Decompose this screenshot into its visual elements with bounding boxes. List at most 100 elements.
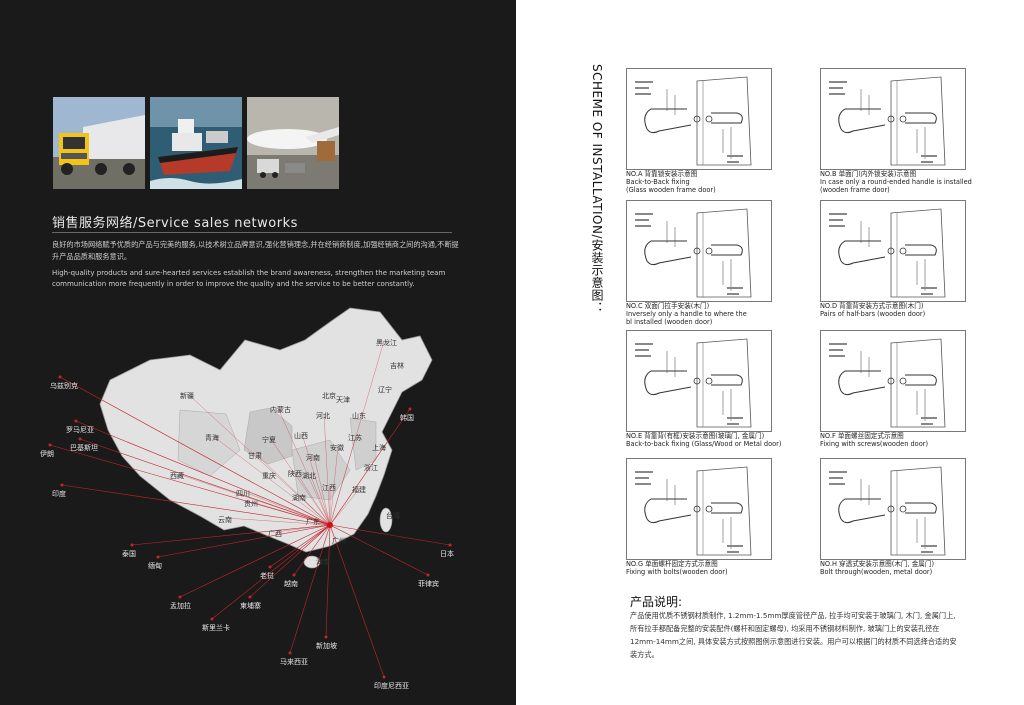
map-region-label: 广西	[268, 529, 282, 538]
route-line	[59, 376, 331, 526]
taiwan-island	[379, 507, 393, 533]
map-region-label: 西藏	[170, 471, 184, 480]
diagram-drawing	[829, 466, 946, 556]
map-country-label: 印度	[52, 489, 66, 498]
route-line	[269, 437, 331, 526]
product-description-body: 产品使用优质不锈钢材质制作, 1.2mm-1.5mm厚度管径产品, 拉手均可安装…	[630, 611, 957, 659]
route-line	[329, 524, 451, 546]
route-line	[325, 524, 331, 638]
hainan-island	[303, 555, 321, 569]
route-line	[275, 524, 331, 533]
diagram-drawing	[635, 466, 752, 556]
diagram-frame	[626, 330, 772, 432]
diagram-caption-line1: NO.H 穿透式安装示意图(木门, 金属门)	[820, 560, 935, 568]
diagram-caption-line2: Back-to-Back fixing	[626, 178, 690, 186]
map-country-label: 韩国	[400, 413, 414, 422]
diagram-caption-line1: NO.E 背靠背(有框)安装示意图(玻璃门, 金属门)	[626, 432, 765, 440]
installation-diagram: NO.E 背靠背(有框)安装示意图(玻璃门, 金属门)Back-to-back …	[626, 330, 782, 448]
diagram-drawing	[829, 208, 946, 298]
section-divider	[52, 232, 452, 233]
route-endpoint	[74, 419, 78, 423]
route-line	[309, 473, 331, 526]
route-endpoint	[156, 555, 160, 559]
route-line	[323, 413, 331, 526]
map-region-label: 甘肃	[248, 451, 262, 460]
map-country-label: 新加坡	[316, 641, 337, 650]
route-endpoint	[210, 617, 214, 621]
map-country-label: 老挝	[260, 571, 274, 580]
route-line	[329, 340, 385, 526]
route-line	[212, 435, 331, 526]
route-line	[225, 517, 331, 526]
route-endpoint	[324, 635, 328, 639]
map-region-label: 海南	[316, 557, 330, 566]
diagram-caption-line2: Bolt through(wooden, metal door)	[820, 568, 933, 576]
diagram-caption-line2: In case only a round-ended handle is ins…	[820, 178, 972, 186]
map-country-label: 伊朗	[40, 449, 54, 458]
diagram-frame	[626, 68, 772, 170]
section-title: 销售服务网络/Service sales networks	[52, 216, 298, 231]
diagram-frame	[820, 458, 966, 560]
map-region-label: 辽宁	[378, 385, 392, 394]
route-line	[329, 408, 411, 526]
map-country-label: 印度尼西亚	[374, 681, 409, 690]
cn-paragraph: 良好的市场网络赋予优质的产品与完美的服务,以技术树立品牌意识,强化营销理念,并在…	[52, 240, 459, 261]
product-description-title: 产品说明:	[630, 595, 683, 609]
diagram-drawing	[829, 76, 946, 166]
hub-marker	[327, 522, 333, 528]
diagram-caption-line3: (Glass wooden frame door)	[626, 186, 716, 194]
diagram-frame	[820, 200, 966, 302]
diagram-caption-line3: bl installed (wooden door)	[626, 318, 713, 326]
diagram-caption-line2: Pairs of half-bars (wooden door)	[820, 310, 926, 318]
map-region-label: 广东	[306, 517, 320, 526]
map-region-label: 宁夏	[262, 435, 276, 444]
map-region-label: 陕西	[288, 469, 302, 478]
map-region-label: 湖北	[302, 471, 316, 480]
route-endpoint	[408, 407, 412, 411]
route-line	[177, 473, 331, 526]
map-region-label: 内蒙古	[270, 405, 291, 414]
route-endpoint	[178, 595, 182, 599]
route-endpoint	[48, 443, 52, 447]
route-line	[329, 487, 361, 526]
map-region-label: 山东	[352, 411, 366, 420]
map-region-label: 福建	[352, 485, 366, 494]
installation-diagram: NO.D 背靠背安装方式示意图(木门)Pairs of half-bars (w…	[820, 200, 966, 318]
route-line	[293, 524, 331, 576]
route-endpoint	[292, 573, 296, 577]
route-endpoint	[268, 565, 272, 569]
diagram-drawing	[829, 338, 946, 428]
diagram-frame	[820, 68, 966, 170]
left-page: 销售服务网络/Service sales networks 良好的市场网络赋予优…	[0, 0, 516, 705]
map-country-label: 越南	[284, 579, 298, 588]
diagram-caption-line1: NO.F 单面螺丝固定式示意图	[820, 432, 904, 440]
map-country-label: 乌兹别克	[50, 381, 78, 390]
route-lines	[48, 340, 452, 679]
route-endpoint	[426, 573, 430, 577]
map-region-label: 重庆	[262, 471, 276, 480]
route-line	[131, 524, 331, 546]
route-line	[49, 444, 331, 526]
region-labels: 新疆西藏青海甘肃内蒙古宁夏四川云南贵州广西陕西山西河北河南湖北湖南江西安徽江苏福…	[170, 338, 404, 566]
diagram-drawing	[635, 76, 752, 166]
map-region-label: 湖南	[292, 493, 306, 502]
map-region-label: 上海	[372, 443, 386, 452]
en-paragraph: High-quality products and sure-hearted s…	[52, 269, 446, 288]
map-region-label: 黑龙江	[376, 338, 397, 347]
map-region-label: 青海	[205, 433, 219, 442]
map-country-label: 泰国	[122, 549, 136, 558]
route-endpoint	[382, 675, 386, 679]
map-country-label: 孟加拉	[170, 601, 191, 610]
route-line	[211, 524, 331, 620]
installation-vertical-title: SCHEME OF INSTALLATION/安装示意图：	[590, 64, 604, 315]
diagram-caption-line2: Back-to-back fixing (Glass/Wood or Metal…	[626, 440, 782, 448]
route-line	[179, 524, 331, 598]
diagram-caption-line1: NO.C 双面门拉手安装(木门)	[626, 302, 710, 310]
route-line	[187, 393, 331, 526]
diagram-caption-line2: Fixing with bolts(wooden door)	[626, 568, 728, 576]
map-region-label: 山西	[294, 431, 308, 440]
map-country-label: 缅甸	[148, 561, 162, 570]
route-endpoint	[448, 543, 452, 547]
